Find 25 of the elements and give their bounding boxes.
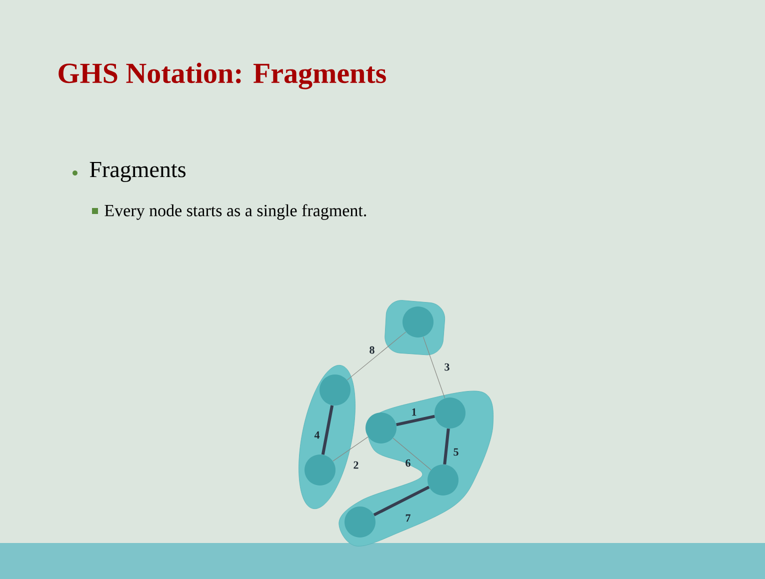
graph-node	[304, 454, 336, 486]
graph-node	[434, 398, 466, 428]
edge-weight: 8	[370, 346, 374, 354]
graph-edge	[396, 414, 435, 426]
graph-edge	[443, 428, 450, 465]
graph-edge	[346, 332, 406, 380]
bullet-text: Every node starts as a single fragment.	[104, 204, 366, 220]
graph-node	[402, 306, 434, 338]
edge-weight: 7	[406, 514, 410, 522]
title: GHS Notation: Fragments	[58, 62, 386, 90]
graph-edge	[332, 436, 368, 462]
graph-node	[366, 412, 396, 444]
graph-edge	[321, 405, 334, 455]
edge-weight: 2	[354, 461, 358, 469]
bullet-text: Fragments	[90, 162, 186, 182]
graph-edge	[373, 486, 430, 516]
graph-edge	[422, 336, 446, 398]
graph-node	[320, 374, 350, 406]
edge-weight: 3	[444, 363, 450, 371]
edge-weight: 5	[454, 448, 458, 456]
graph-edge	[392, 438, 432, 470]
graph-node	[344, 506, 376, 538]
edge-weight: 4	[314, 431, 320, 439]
graph-node	[428, 464, 458, 496]
edge-weight: 1	[412, 408, 416, 416]
